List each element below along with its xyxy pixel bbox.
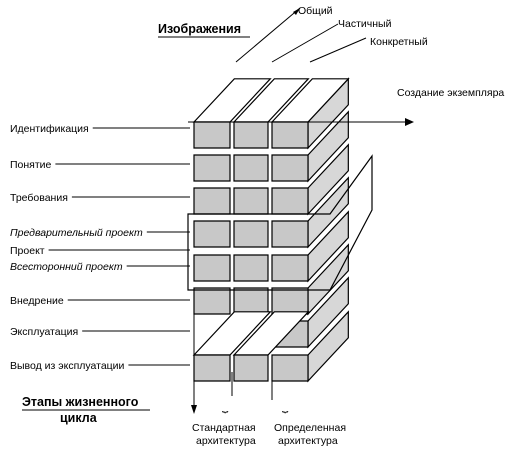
block-c1-r1 [233,154,269,182]
block-c1-r5 [233,287,269,315]
views-title: Изображения [158,22,241,36]
block-front-face [193,354,231,382]
block-c2-r4 [271,210,349,283]
block-front-face [233,354,269,382]
block-c0-r2 [193,187,231,215]
block-front-face [233,287,269,315]
block-c1-r2 [233,187,269,215]
arch-standard-line1: Стандартная [192,422,256,434]
stage-label: Внедрение [10,295,64,307]
block-c2-r2 [271,143,349,216]
arch-standard-brace: ⏟ [222,401,229,413]
block-front-face [271,220,309,248]
stage-label: Идентификация [10,123,89,135]
block-front-face [271,354,309,382]
stage-label: Эксплуатация [10,326,78,338]
axis-label-instance: Создание экземпляра [397,87,504,99]
block-front-face [271,121,309,149]
block-front-face [233,220,269,248]
design-stages-outline [187,154,373,291]
block-c0-r5 [193,287,231,315]
block-c0-r1 [193,154,231,182]
block-c2-r3 [271,176,349,249]
stage-label: Требования [10,192,68,204]
block-c2-r7 [271,310,349,383]
arch-defined-line2: архитектура [278,435,338,447]
block-front-face [193,254,231,282]
stage-label: Предварительный проект [10,227,143,239]
stage-label: Понятие [10,159,52,171]
block-front-face [193,154,231,182]
axis-label-general: Общий [298,5,333,17]
axis-lines [188,7,414,414]
block-c1-r4 [233,254,269,282]
block-c1-r3 [233,220,269,248]
arch-defined-line1: Определенная [274,422,346,434]
stage-label: Проект [10,245,45,257]
block-grid [192,77,350,383]
stage-label: Всесторонний проект [10,261,123,273]
block-front-face [193,287,231,315]
block-c0-r7 [192,311,272,382]
block-front-face [271,187,309,215]
block-c0-r3 [193,220,231,248]
block-front-face [271,287,309,315]
block-c2-r5 [271,243,349,316]
block-c0-r4 [193,254,231,282]
stage-label: Вывод из эксплуатации [10,360,125,372]
block-front-face [193,220,231,248]
block-front-face [271,154,309,182]
axis-label-partial: Частичный [338,18,392,30]
block-front-face [233,254,269,282]
block-front-face [193,121,231,149]
block-front-face [233,187,269,215]
stage-labels: ИдентификацияПонятиеТребованияПредварите… [10,123,190,372]
block-front-face [233,121,269,149]
block-c1-r7 [232,311,310,382]
block-c2-r1 [271,110,349,183]
block-front-face [233,154,269,182]
arch-standard-line2: архитектура [196,435,256,447]
axis-label-concrete: Конкретный [370,36,428,48]
block-front-face [271,254,309,282]
life-cycle-title-line2: цикла [60,411,98,425]
block-c2-r0 [270,77,350,150]
life-cycle-title-line1: Этапы жизненного [22,395,139,409]
block-front-face [193,187,231,215]
arch-defined-brace: ⏟ [282,401,289,413]
